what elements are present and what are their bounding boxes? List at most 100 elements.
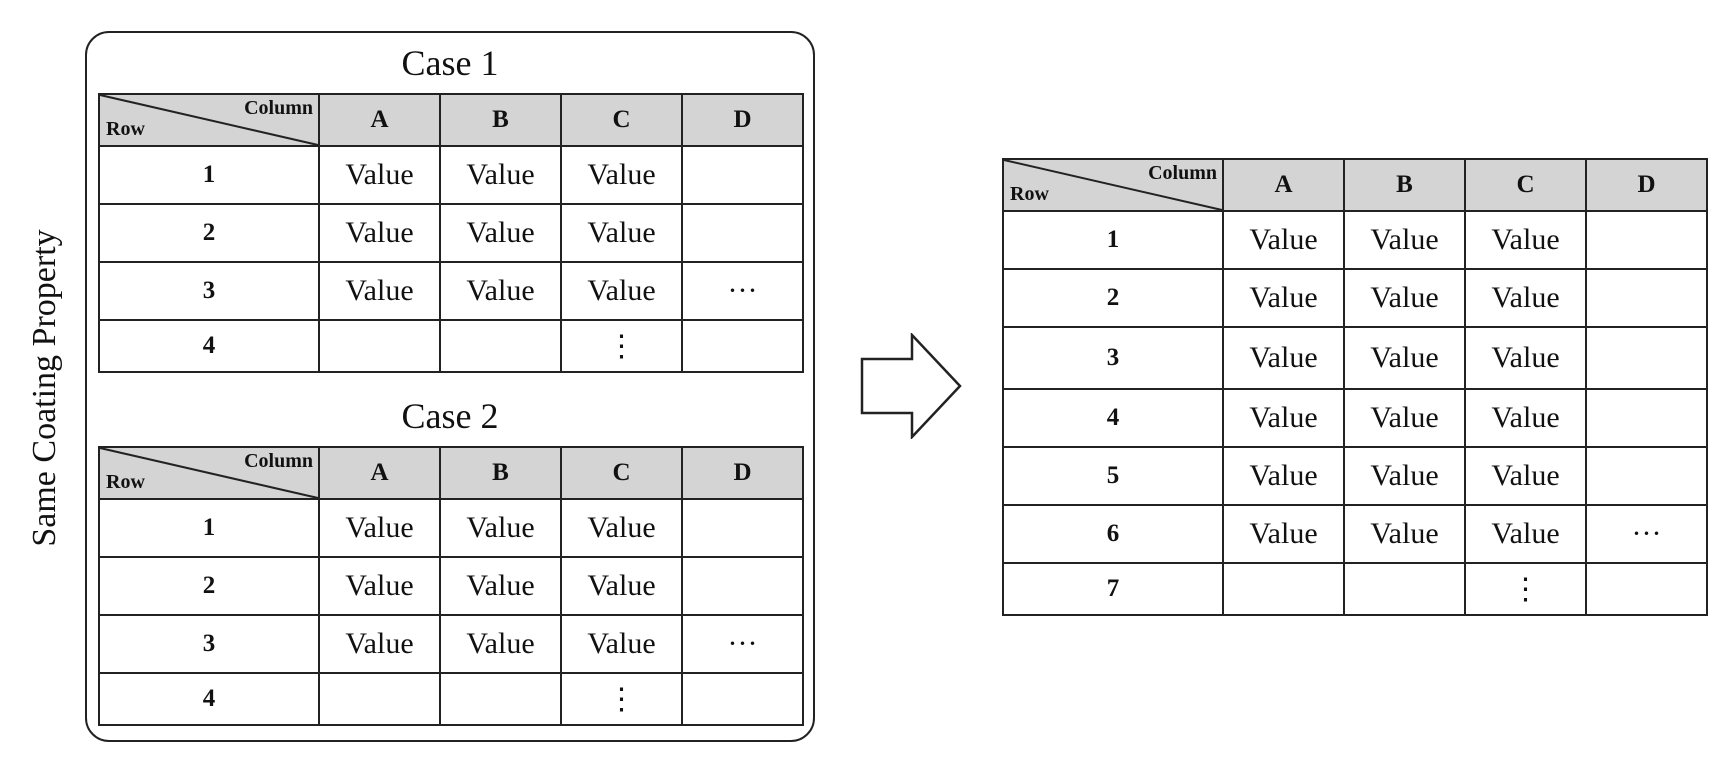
- table-cell: Value: [560, 261, 683, 321]
- table-cell: Value: [318, 498, 441, 558]
- table-cell: Value: [1464, 326, 1587, 390]
- ellipsis-mark: ···: [1585, 504, 1708, 564]
- table-cell: [1585, 326, 1708, 390]
- row-header: 1: [1002, 210, 1224, 270]
- row-header: 5: [1002, 446, 1224, 506]
- corner-column-label: Column: [244, 450, 313, 472]
- corner-row-label: Row: [1010, 183, 1049, 205]
- column-header: D: [681, 93, 804, 147]
- row-header: 2: [98, 203, 320, 263]
- ellipsis-mark: ···: [681, 614, 804, 674]
- ellipsis-mark: ···: [681, 261, 804, 321]
- corner-cell: Column Row: [1002, 158, 1224, 212]
- column-header: B: [439, 93, 562, 147]
- table-cell: [318, 672, 441, 726]
- table-cell: Value: [1222, 388, 1345, 448]
- column-header: D: [1585, 158, 1708, 212]
- table-row: 3 Value Value Value: [1002, 326, 1708, 390]
- diagonal-divider: [100, 448, 318, 498]
- table-cell: [681, 145, 804, 205]
- table-cell: Value: [1464, 210, 1587, 270]
- row-header: 2: [1002, 268, 1224, 328]
- table-cell: Value: [318, 203, 441, 263]
- corner-column-label: Column: [244, 97, 313, 119]
- corner-cell: Column Row: [98, 93, 320, 147]
- vertical-ellipsis-mark: ⋮: [560, 319, 683, 373]
- row-header: 3: [1002, 326, 1224, 390]
- table-cell: Value: [318, 556, 441, 616]
- table-cell: [681, 203, 804, 263]
- table-row: 1 Value Value Value: [98, 498, 804, 558]
- corner-cell: Column Row: [98, 446, 320, 500]
- table-row: 1 Value Value Value: [1002, 210, 1708, 270]
- diagonal-divider: [100, 95, 318, 145]
- column-header: A: [1222, 158, 1345, 212]
- table-cell: Value: [1343, 210, 1466, 270]
- case2-title: Case 2: [401, 396, 499, 436]
- table-row: 3 Value Value Value ···: [98, 614, 804, 674]
- table-cell: Value: [1464, 446, 1587, 506]
- column-header: C: [1464, 158, 1587, 212]
- table-cell: Value: [1222, 268, 1345, 328]
- table-cell: Value: [439, 145, 562, 205]
- row-header: 4: [98, 672, 320, 726]
- table-row: 4 Value Value Value: [1002, 388, 1708, 448]
- row-header: 1: [98, 145, 320, 205]
- column-header: D: [681, 446, 804, 500]
- row-header: 7: [1002, 562, 1224, 616]
- column-header: A: [318, 93, 441, 147]
- table-cell: [681, 319, 804, 373]
- table-row: 6 Value Value Value ···: [1002, 504, 1708, 564]
- table-cell: [439, 319, 562, 373]
- diagonal-divider: [1004, 160, 1222, 210]
- table-cell: [1585, 388, 1708, 448]
- table-cell: Value: [1222, 504, 1345, 564]
- table-cell: [1585, 210, 1708, 270]
- table-cell: Value: [1343, 326, 1466, 390]
- table-cell: [1585, 268, 1708, 328]
- table-cell: Value: [1343, 446, 1466, 506]
- column-header: C: [560, 446, 683, 500]
- row-header: 4: [1002, 388, 1224, 448]
- table-row: 7 ⋮: [1002, 562, 1708, 616]
- table-cell: Value: [318, 261, 441, 321]
- table-cell: Value: [1343, 504, 1466, 564]
- table-cell: Value: [560, 203, 683, 263]
- table-header-row: Column Row A B C D: [98, 93, 804, 147]
- result-table: Column Row A B C D 1 Value Value Value 2…: [1002, 158, 1708, 616]
- table-row: 2 Value Value Value: [98, 556, 804, 616]
- table-cell: [318, 319, 441, 373]
- table-cell: Value: [1464, 268, 1587, 328]
- table-row: 2 Value Value Value: [98, 203, 804, 263]
- vertical-ellipsis-mark: ⋮: [560, 672, 683, 726]
- row-header: 3: [98, 261, 320, 321]
- table-header-row: Column Row A B C D: [98, 446, 804, 500]
- case1-table: Column Row A B C D 1 Value Value Value 2…: [98, 93, 804, 373]
- column-header: A: [318, 446, 441, 500]
- row-header: 2: [98, 556, 320, 616]
- table-row: 3 Value Value Value ···: [98, 261, 804, 321]
- case1-title: Case 1: [401, 43, 499, 83]
- table-cell: Value: [1343, 388, 1466, 448]
- table-cell: Value: [1222, 210, 1345, 270]
- corner-row-label: Row: [106, 471, 145, 493]
- row-header: 6: [1002, 504, 1224, 564]
- corner-column-label: Column: [1148, 162, 1217, 184]
- table-cell: Value: [318, 614, 441, 674]
- table-cell: Value: [1464, 504, 1587, 564]
- corner-row-label: Row: [106, 118, 145, 140]
- right-arrow-icon: [860, 333, 962, 439]
- table-cell: Value: [318, 145, 441, 205]
- row-header: 3: [98, 614, 320, 674]
- table-row: 4 ⋮: [98, 672, 804, 726]
- vertical-ellipsis-mark: ⋮: [1464, 562, 1587, 616]
- side-label: Same Coating Property: [26, 229, 63, 547]
- table-cell: [681, 498, 804, 558]
- table-cell: [681, 556, 804, 616]
- table-row: 5 Value Value Value: [1002, 446, 1708, 506]
- table-cell: [1343, 562, 1466, 616]
- table-header-row: Column Row A B C D: [1002, 158, 1708, 212]
- table-cell: [681, 672, 804, 726]
- column-header: C: [560, 93, 683, 147]
- table-cell: [439, 672, 562, 726]
